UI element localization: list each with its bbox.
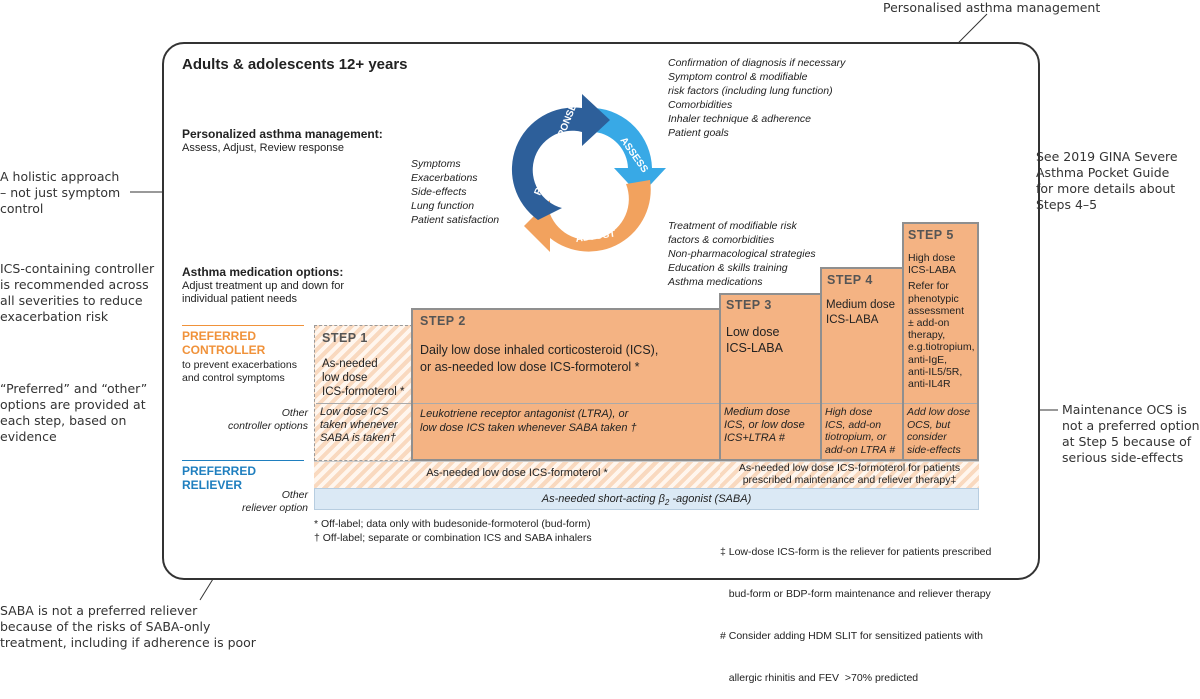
assess-item: Comorbidities <box>668 99 733 111</box>
personalized-subtitle: Assess, Adjust, Review response <box>182 142 345 154</box>
step-3-other: Medium dose ICS, or low dose ICS+LTRA # <box>724 406 805 444</box>
step-4-other: High dose ICS, add-on tiotropium, or add… <box>825 406 896 456</box>
step-5 <box>902 222 979 461</box>
step-1-preferred: As-needed low dose ICS-formoterol * <box>322 358 405 398</box>
step-2-preferred: Daily low dose inhaled corticosteroid (I… <box>420 343 659 374</box>
medication-title: Asthma medication options: <box>182 265 344 279</box>
adjust-items: Treatment of modifiable risk factors & c… <box>668 219 816 289</box>
personalized-title: Personalized asthma management: <box>182 127 383 141</box>
review-item: Patient satisfaction <box>411 214 500 226</box>
footnotes-right: ‡ Low-dose ICS-form is the reliever for … <box>720 546 992 684</box>
card-title: Adults & adolescents 12+ years <box>182 56 408 73</box>
step-4-divider <box>822 403 902 404</box>
step-3-divider <box>721 403 820 404</box>
assess-arrow <box>595 108 666 196</box>
assess-items: Confirmation of diagnosis if necessary S… <box>668 56 845 140</box>
adjust-item: Treatment of modifiable risk <box>668 220 797 232</box>
saba-bar: As-needed short-acting β2 -agonist (SABA… <box>314 488 979 510</box>
step-2 <box>411 308 721 461</box>
step-2-other: Leukotriene receptor antagonist (LTRA), … <box>420 408 637 434</box>
review-item: Lung function <box>411 200 475 212</box>
step-1 <box>314 325 413 461</box>
adjust-arrow <box>524 180 651 252</box>
step-5-label: STEP 5 <box>908 228 954 242</box>
reliever-steps-3-5-text: As-needed low dose ICS-formoterol for pa… <box>738 462 961 486</box>
reliever-rule <box>182 460 304 461</box>
medication-subtitle: Adjust treatment up and down for individ… <box>182 280 345 305</box>
step-5-divider <box>904 403 977 404</box>
review-item: Symptoms <box>411 158 461 170</box>
step-2-divider <box>413 403 719 404</box>
reliever-steps-1-2-text: As-needed low dose ICS-formoterol * <box>426 467 608 479</box>
reliever-steps-3-5 <box>720 461 979 488</box>
step-4 <box>820 267 904 461</box>
assess-item: Symptom control & modifiable <box>668 71 808 83</box>
step-5-other: Add low dose OCS, but consider side-effe… <box>907 406 971 456</box>
annotation-ocs: Maintenance OCS is not a preferred optio… <box>1062 402 1200 465</box>
assess-item: Patient goals <box>668 127 729 139</box>
assess-item: risk factors (including lung function) <box>668 85 833 97</box>
management-cycle: REVIEW RESPONSE ASSESS ADJUST <box>511 94 666 252</box>
annotation-holistic: A holistic approach – not just symptom c… <box>0 169 121 216</box>
controller-subtitle: to prevent exacerbations and control sym… <box>182 359 297 384</box>
footnotes-left: * Off-label; data only with budesonide-f… <box>314 518 592 544</box>
step-3-preferred: Low dose ICS-LABA <box>726 325 783 355</box>
step-3-label: STEP 3 <box>726 298 772 312</box>
annotation-preferred-other: “Preferred” and “other” options are prov… <box>0 381 148 444</box>
step-1-other: Low dose ICS taken whenever SABA is take… <box>320 406 398 444</box>
preferred-controller-label: PREFERRED CONTROLLER <box>182 329 266 357</box>
review-items: Symptoms Exacerbations Side-effects Lung… <box>411 157 499 227</box>
step-5-preferred: High dose ICS-LABA Refer for phenotypic … <box>908 252 975 391</box>
assess-item: Confirmation of diagnosis if necessary <box>668 57 846 69</box>
assess-item: Inhaler technique & adherence <box>668 113 812 125</box>
review-item: Side-effects <box>411 186 467 198</box>
annotation-severe-guide: See 2019 GINA Severe Asthma Pocket Guide… <box>1036 149 1178 212</box>
adjust-item: Non-pharmacological strategies <box>668 248 816 260</box>
adjust-item: Education & skills training <box>668 262 788 274</box>
other-controller-label: Other controller options <box>228 407 308 432</box>
other-reliever-label: Other reliever option <box>242 489 308 514</box>
annotation-saba: SABA is not a preferred reliever because… <box>0 603 256 650</box>
step-1-divider <box>316 403 412 404</box>
step-1-label: STEP 1 <box>322 331 368 345</box>
step-4-label: STEP 4 <box>827 273 873 287</box>
top-callout: Personalised asthma management <box>883 0 1101 15</box>
adjust-item: factors & comorbidities <box>668 234 775 246</box>
controller-rule <box>182 325 304 326</box>
review-arrow <box>511 94 610 220</box>
adjust-item: Asthma medications <box>668 276 763 288</box>
reliever-steps-1-2 <box>314 461 720 488</box>
step-4-preferred: Medium dose ICS-LABA <box>826 299 896 326</box>
review-item: Exacerbations <box>411 172 478 184</box>
step-2-label: STEP 2 <box>420 314 466 328</box>
preferred-reliever-label: PREFERRED RELIEVER <box>182 464 257 492</box>
annotation-ics: ICS-containing controller is recommended… <box>0 261 155 324</box>
